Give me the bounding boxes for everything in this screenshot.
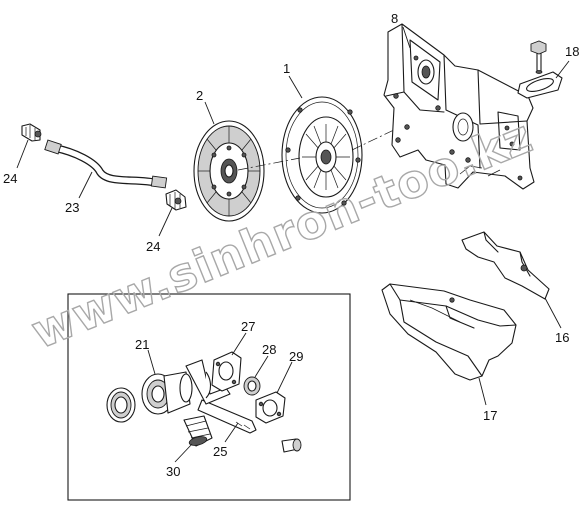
hose-fitting-lower-part — [165, 189, 187, 211]
callout-24-lower: 24 — [146, 239, 160, 254]
release-bearing-part — [141, 371, 193, 415]
leader-lines — [16, 26, 570, 463]
callout-27: 27 — [241, 319, 255, 334]
callout-29: 29 — [289, 349, 303, 364]
hose-part — [44, 139, 168, 189]
seal-ring-part — [106, 387, 136, 423]
callout-24-upper: 24 — [3, 171, 17, 186]
callout-1: 1 — [283, 61, 290, 76]
callout-25: 25 — [213, 444, 227, 459]
small-bolt-part — [281, 438, 302, 453]
callout-8: 8 — [391, 11, 398, 26]
flange-bracket-part — [211, 351, 242, 392]
cover-plate-part — [461, 231, 550, 300]
clutch-housing-part — [383, 23, 535, 190]
callout-23: 23 — [65, 200, 79, 215]
oil-pan-part — [381, 283, 517, 381]
clutch-disc-part — [193, 120, 265, 222]
release-shaft-part — [185, 359, 257, 434]
release-parts-inset-box — [67, 293, 351, 501]
flange-bracket-outer-part — [255, 391, 286, 424]
callout-30: 30 — [166, 464, 180, 479]
bolt-gasket-part — [517, 40, 563, 99]
bushing-part — [243, 376, 261, 396]
callout-21: 21 — [135, 337, 149, 352]
callout-28: 28 — [262, 342, 276, 357]
callout-18: 18 — [565, 44, 579, 59]
callout-17: 17 — [483, 408, 497, 423]
callout-2: 2 — [196, 88, 203, 103]
callouts: 1 2 8 18 24 23 24 16 17 21 27 28 29 25 3… — [3, 11, 579, 479]
rubber-boot-part — [183, 415, 213, 447]
pressure-plate-part — [281, 96, 363, 214]
callout-16: 16 — [555, 330, 569, 345]
hose-fitting-upper-part — [21, 123, 42, 142]
